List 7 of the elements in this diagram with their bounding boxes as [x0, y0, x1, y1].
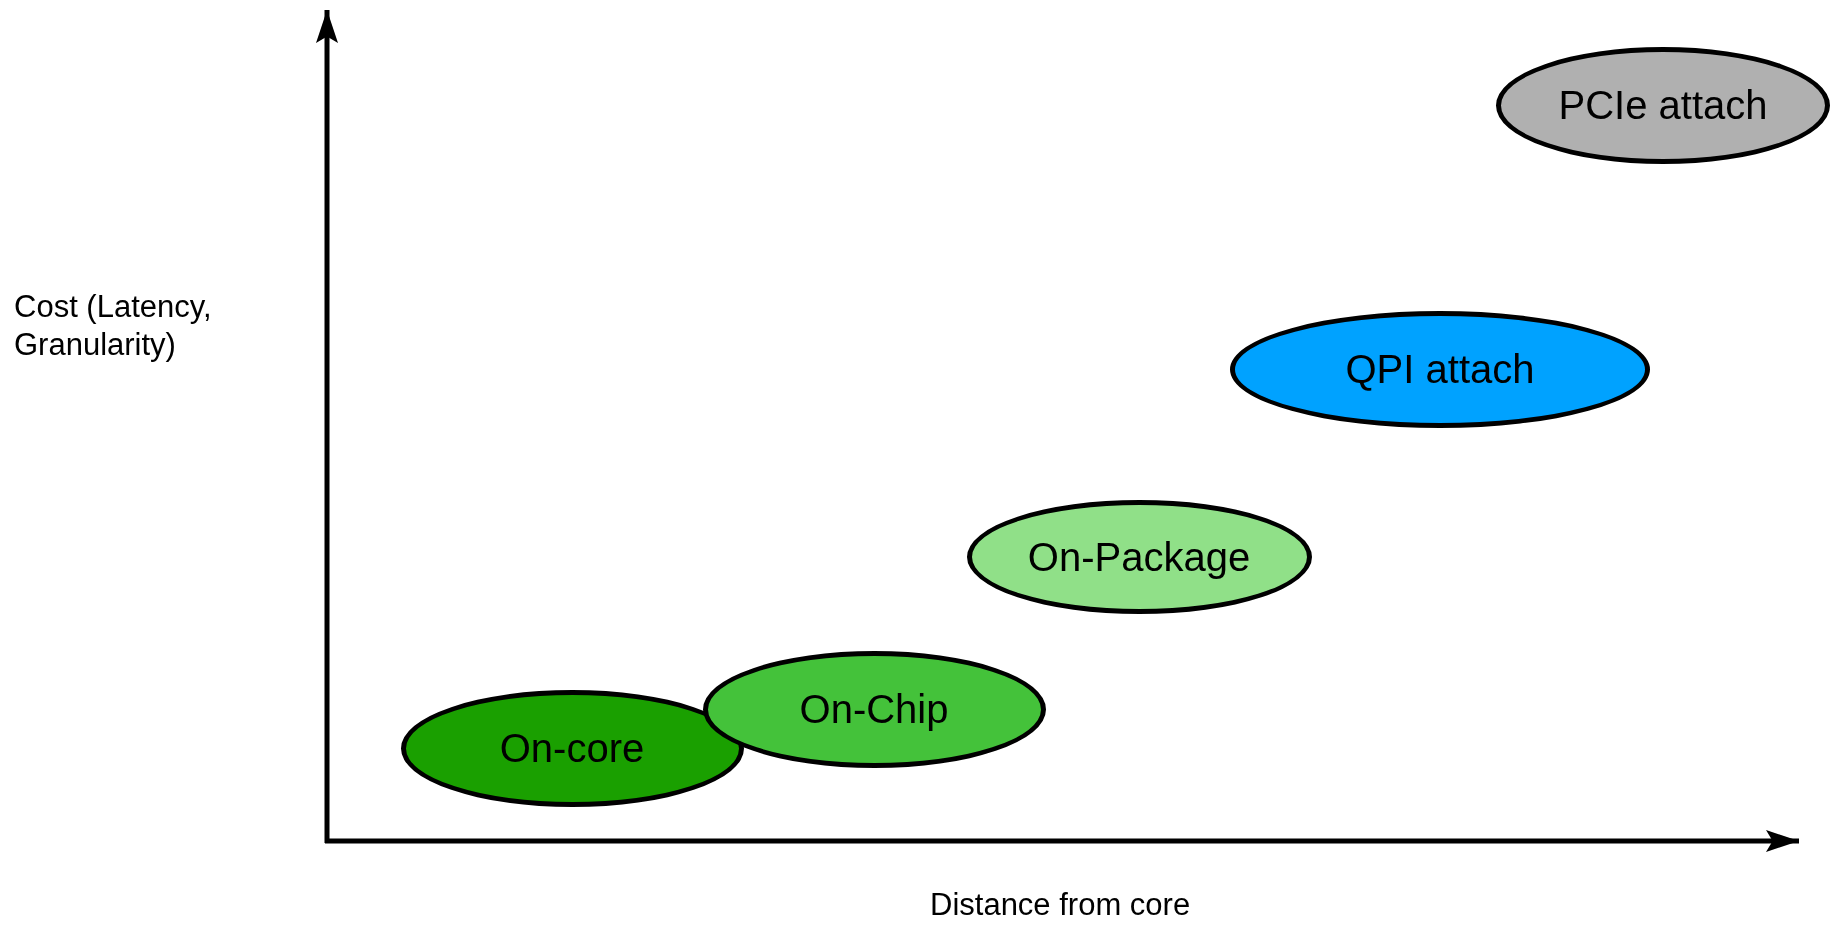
node-label: On-Package	[1027, 534, 1251, 580]
node-label: On-core	[499, 725, 645, 771]
y-axis-title: Cost (Latency, Granularity)	[14, 288, 213, 364]
node-label: PCIe attach	[1558, 82, 1768, 128]
x-axis-title: Distance from core	[930, 886, 1191, 924]
node-label: On-Chip	[799, 686, 949, 732]
node-label: QPI attach	[1345, 346, 1535, 392]
